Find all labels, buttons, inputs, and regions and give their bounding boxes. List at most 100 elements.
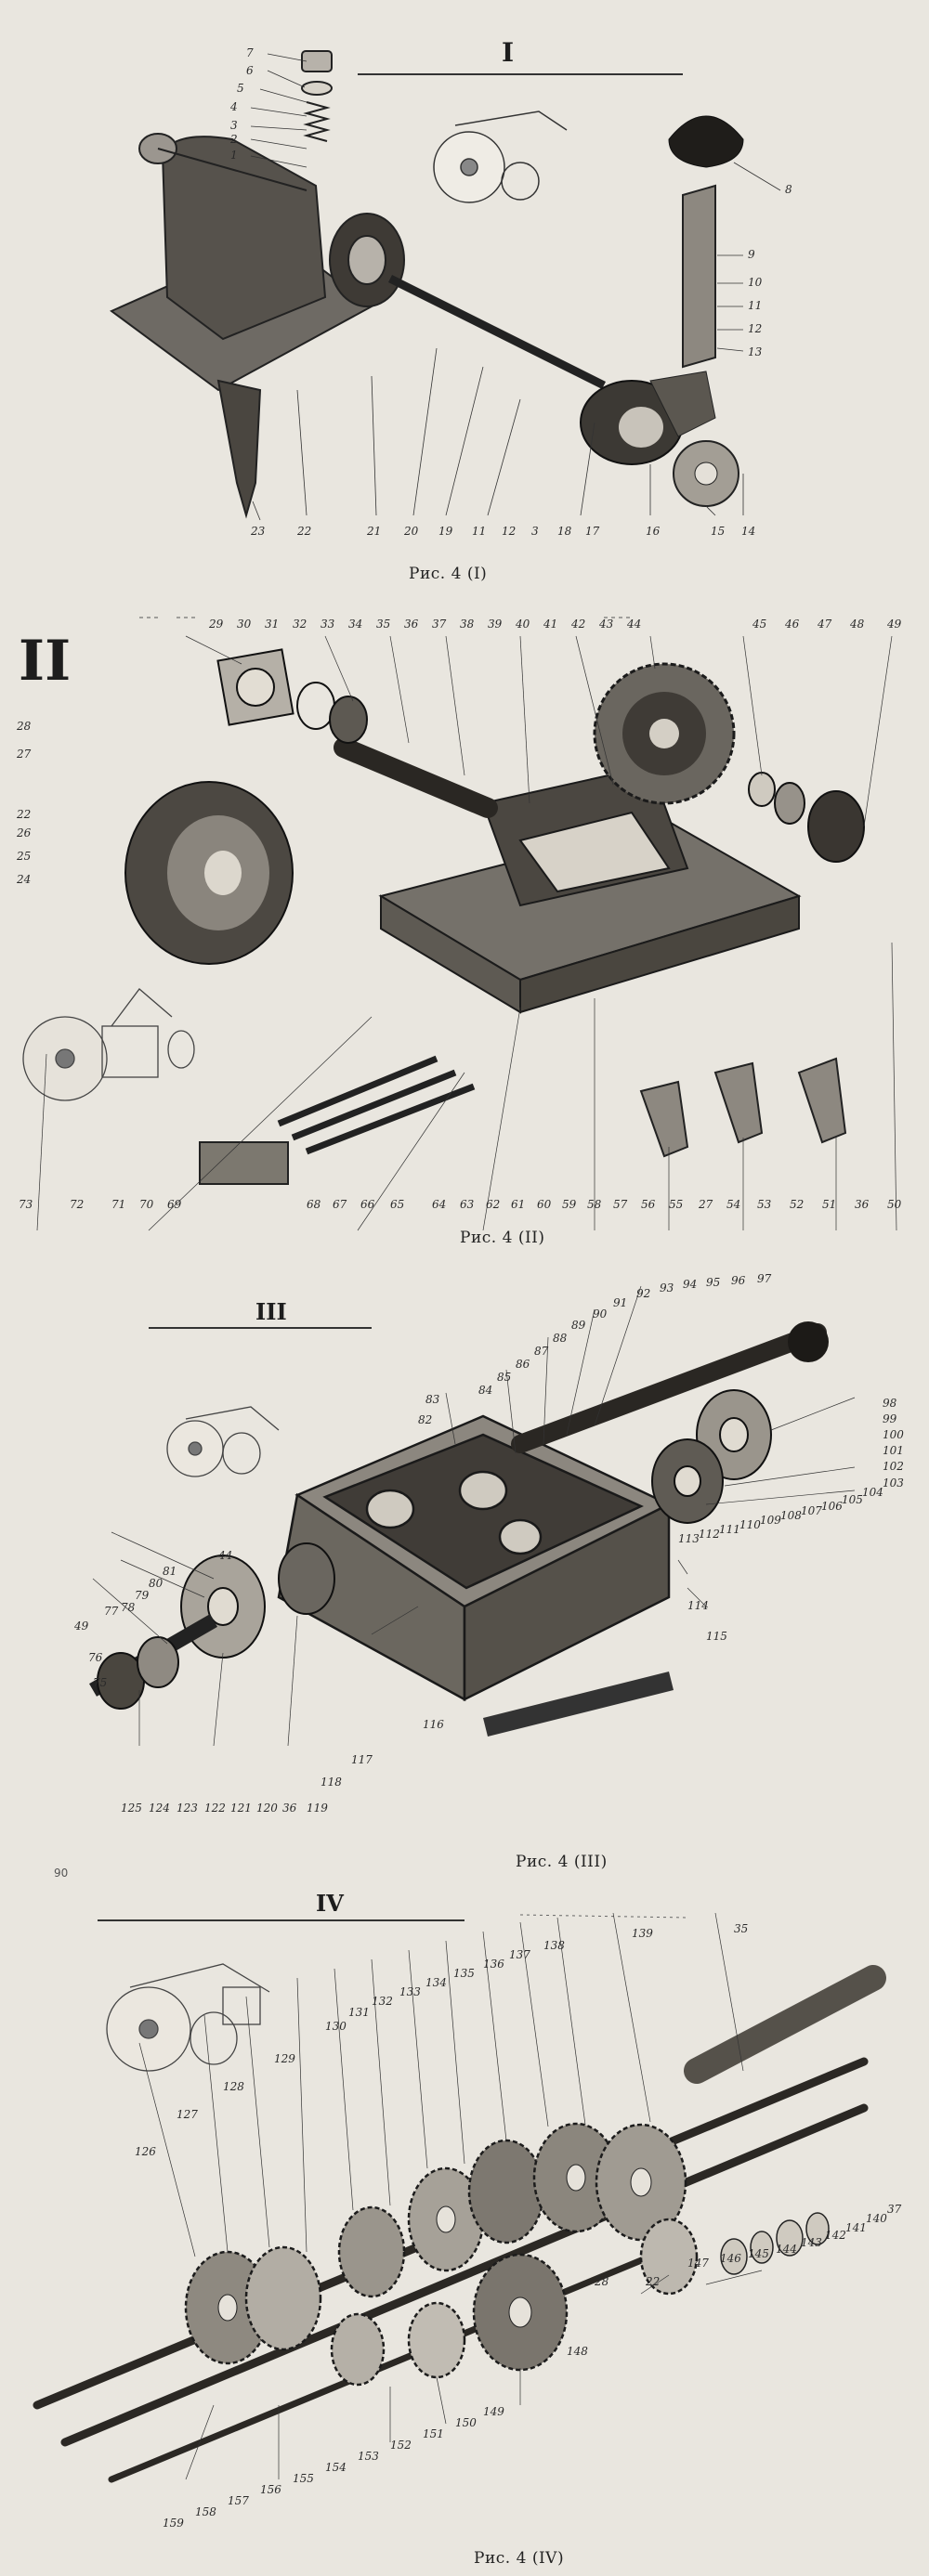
callout: 121 (230, 1802, 252, 1815)
callout: 135 (453, 1967, 475, 1980)
callout: 51 (822, 1198, 837, 1211)
callout: 15 (711, 525, 726, 538)
callout: 59 (562, 1198, 577, 1211)
callout: 6 (246, 64, 254, 77)
callout: 73 (19, 1198, 33, 1211)
callout: 130 (325, 2020, 347, 2033)
bearing-flange (216, 648, 368, 744)
callout: 134 (425, 1976, 447, 1989)
callout: 103 (883, 1477, 904, 1490)
page-marker: 90 (54, 1867, 69, 1880)
callout: 30 (237, 618, 252, 631)
callout: 89 (571, 1319, 586, 1332)
drive-pulley (124, 781, 294, 965)
spring-stack (301, 50, 333, 142)
callout: 96 (731, 1274, 746, 1287)
callout: 57 (613, 1198, 628, 1211)
callout: 91 (613, 1296, 628, 1309)
gear-cluster (184, 2122, 699, 2387)
callout: 49 (887, 618, 902, 631)
callout: 28 (17, 720, 32, 733)
callout: 29 (209, 618, 224, 631)
callout: 16 (646, 525, 661, 538)
callout: 85 (497, 1371, 512, 1384)
callout: 104 (862, 1486, 883, 1499)
callout: 153 (358, 2450, 379, 2463)
callout: 27 (17, 748, 32, 761)
callout: 101 (883, 1444, 904, 1457)
left-assembly (89, 1542, 335, 1710)
inset-pulley-thumbnail (106, 1963, 270, 2072)
rod-block (199, 1141, 289, 1185)
callout: 20 (404, 525, 419, 538)
callout: 5 (237, 82, 244, 95)
panel-section-1: I Рис. 4 (I) 7 6 5 4 3 2 1 8 9 10 11 12 … (0, 0, 929, 590)
callout: 141 (845, 2221, 867, 2234)
callout: 39 (488, 618, 503, 631)
callout: 158 (195, 2505, 216, 2518)
panel-section-3: III Рис. 4 (III) 90 97 96 95 94 93 92 91… (0, 1254, 929, 1885)
callout: 133 (399, 1985, 421, 1998)
large-gear (593, 662, 736, 805)
callout: 56 (641, 1198, 656, 1211)
callout: 38 (460, 618, 475, 631)
callout: 14 (741, 525, 756, 538)
callout: 22 (297, 525, 312, 538)
callout: 93 (660, 1281, 674, 1295)
callout: 36 (282, 1802, 297, 1815)
right-coupling (748, 772, 865, 863)
leader-lines (92, 1285, 856, 1747)
callout: 136 (483, 1958, 504, 1971)
section-2-drawing (22, 617, 897, 1231)
callout: 44 (218, 1549, 233, 1562)
callout: 63 (460, 1198, 475, 1211)
callout: 3 (531, 525, 539, 538)
callout: 146 (720, 2252, 741, 2265)
callout: 37 (887, 2203, 902, 2216)
callout: 4 (230, 100, 238, 113)
callout: 109 (760, 1514, 781, 1527)
callout: 108 (780, 1509, 802, 1522)
callout: 156 (260, 2483, 281, 2496)
callout: 28 (595, 2275, 609, 2288)
callout: 60 (537, 1198, 552, 1211)
callout: 17 (585, 525, 600, 538)
callout: 54 (726, 1198, 741, 1211)
section-numeral: II (19, 629, 72, 694)
callout: 64 (432, 1198, 447, 1211)
shift-rods (277, 1055, 476, 1155)
section-1-drawing (110, 50, 781, 521)
callout: 82 (418, 1413, 433, 1426)
callout: 138 (543, 1939, 565, 1952)
callout: 35 (734, 1922, 749, 1935)
callout: 98 (883, 1397, 897, 1410)
callout: 143 (801, 2236, 822, 2249)
callout: 23 (251, 525, 266, 538)
callout: 46 (785, 618, 800, 631)
callout: 79 (135, 1589, 150, 1602)
callout: 114 (687, 1599, 709, 1612)
callout: 62 (486, 1198, 501, 1211)
callout: 125 (121, 1802, 142, 1815)
callout: 43 (599, 618, 614, 631)
callout: 81 (163, 1565, 177, 1578)
callout: 50 (887, 1198, 902, 1211)
callout: 131 (348, 2006, 370, 2019)
callout: 22 (646, 2275, 661, 2288)
callout: 118 (321, 1776, 342, 1789)
figure-caption: Рис. 4 (II) (460, 1229, 545, 1247)
callout: 88 (553, 1332, 568, 1345)
callout: 19 (438, 525, 453, 538)
callout: 87 (534, 1345, 549, 1358)
callout: 26 (17, 826, 32, 839)
upper-shaft (511, 1323, 827, 1453)
callout: 126 (135, 2145, 156, 2158)
callout: 31 (265, 618, 280, 631)
leader-lines (250, 53, 781, 521)
callout: 75 (93, 1676, 108, 1689)
callout: 120 (256, 1802, 278, 1815)
callout: 36 (855, 1198, 870, 1211)
callout: 116 (423, 1718, 444, 1731)
inset-machine-thumbnail (22, 988, 195, 1101)
callout: 100 (883, 1428, 904, 1441)
